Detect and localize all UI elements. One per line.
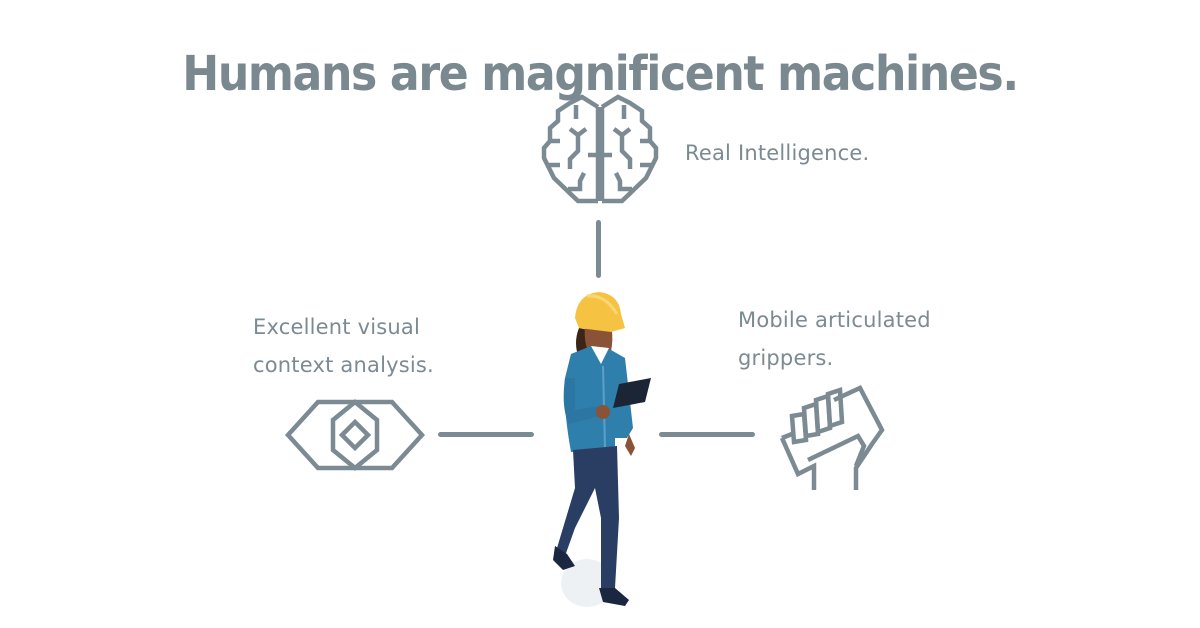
hands-connector-line (659, 432, 755, 437)
brain-label-text: Real Intelligence. (685, 141, 870, 165)
headline: Humans are magnificent machines. (182, 46, 1019, 103)
vision-label: Excellent visual context analysis. (253, 308, 434, 384)
worker-figure (553, 292, 651, 607)
brain-connector-line (596, 220, 601, 278)
brain-icon (541, 94, 659, 204)
fist-icon (779, 385, 885, 490)
hands-label-line2: grippers. (738, 346, 834, 370)
vision-label-line2: context analysis. (253, 353, 434, 377)
hands-label: Mobile articulated grippers. (738, 301, 931, 377)
brain-label: Real Intelligence. (685, 134, 869, 172)
eye-icon (284, 399, 426, 471)
hands-label-line1: Mobile articulated (738, 308, 931, 332)
vision-label-line1: Excellent visual (253, 315, 421, 339)
vision-connector-line (438, 432, 534, 437)
